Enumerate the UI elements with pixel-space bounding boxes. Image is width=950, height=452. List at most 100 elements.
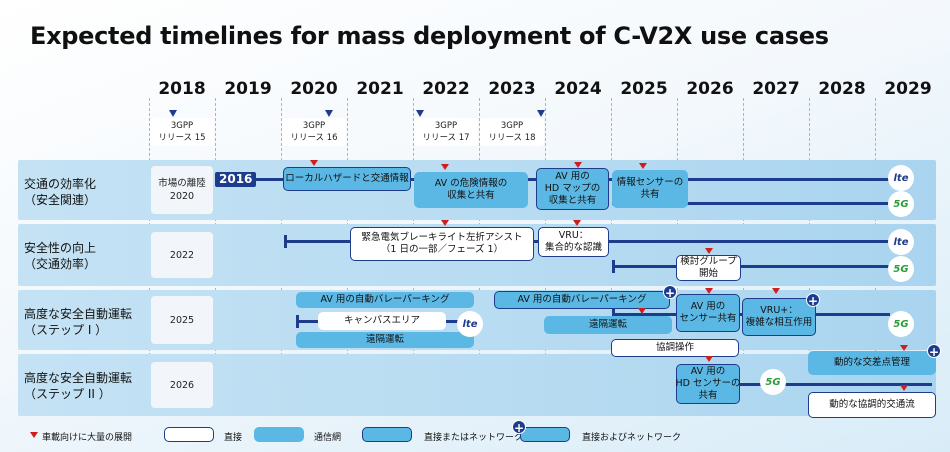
year-label: 2025 (620, 79, 668, 99)
plus-icon: + (663, 285, 677, 300)
legend-direct-or-network-swatch (362, 427, 412, 442)
row-label-1: 交通の効率化 （安全関連） (24, 176, 96, 208)
remote-driving-box-2: 遠隔運転 (544, 316, 672, 334)
box-line: AV の危険情報の (434, 178, 508, 189)
box-line: 複雑な相互作用 (745, 317, 813, 328)
mass-deployment-marker (441, 220, 449, 226)
year-label: 2027 (752, 79, 800, 99)
lte-icon: lte (888, 165, 914, 191)
lte-icon: lte (457, 311, 483, 337)
row-label-line1: 高度な安全自動運転 (24, 371, 133, 385)
plus-icon: + (927, 344, 941, 359)
release-marker-icon (325, 110, 333, 117)
mass-deployment-marker (705, 356, 713, 362)
year-label: 2023 (488, 79, 536, 99)
release-line1: 3GPP (434, 121, 458, 131)
box-line: 収集と共有 (548, 195, 597, 206)
lte-icon-text: lte (893, 172, 909, 184)
row-label-line2: （安全関連） (24, 193, 97, 207)
box-line: AV 用の (690, 366, 726, 377)
box-line: HD マップの (544, 183, 601, 194)
row-year-box-4: 2026 (151, 362, 213, 408)
vru-plus-box: VRU+： 複雑な相互作用 (742, 298, 816, 336)
row-year-box-1: 市場の離陸 2020 (151, 166, 213, 214)
lte-icon-text: lte (462, 318, 478, 330)
legend-network-swatch (254, 427, 304, 442)
vru-box: VRU： 集合的な認識 (538, 227, 609, 257)
release-line1: 3GPP (500, 121, 524, 131)
mass-deployment-marker (441, 164, 449, 170)
timeline-track (677, 383, 932, 386)
legend-direct-label: 直接 (224, 433, 243, 443)
campus-area-box: キャンパスエリア (318, 312, 446, 330)
hd-sensor-box: AV 用の HD センサーの 共有 (675, 364, 741, 404)
mass-deployment-marker (574, 162, 582, 168)
5g-icon-text: 5G (765, 376, 781, 388)
row-label-line1: 安全性の向上 (24, 241, 97, 255)
sensor-sharing-box: AV 用の センサー共有 (676, 294, 740, 332)
box-line: 検討グループ (680, 256, 737, 267)
year-label: 2020 (290, 79, 338, 99)
hd-map-box: AV 用の HD マップの 収集と共有 (536, 168, 609, 210)
mass-deployment-marker (772, 288, 780, 294)
legend-direct-and-network-swatch (520, 427, 570, 442)
legend-direct-and-network-label: 直接およびネットワーク (582, 433, 682, 443)
row-label-line2: （ステップ II ） (24, 387, 111, 401)
mass-deployment-marker (900, 345, 908, 351)
box-line: HD センサーの (675, 378, 741, 389)
study-group-box: 検討グループ 開始 (676, 255, 741, 281)
brake-light-box: 緊急電気ブレーキライト左折アシスト （1 日の一部／フェーズ 1） (350, 227, 534, 261)
5g-icon: 5G (888, 256, 914, 282)
legend-mass-label: 車載向けに大量の展開 (42, 433, 133, 443)
dynamic-intersection-box: 動的な交差点管理 (808, 351, 936, 375)
box-line: 情報センサーの (616, 177, 684, 188)
row-label-3: 高度な安全自動運転 （ステップ I ） (24, 306, 132, 338)
row-label-line2: （ステップ I ） (24, 323, 108, 337)
5g-icon: 5G (888, 191, 914, 217)
box-line: 収集と共有 (447, 190, 495, 201)
row-label-line1: 高度な安全自動運転 (24, 307, 133, 321)
dynamic-flow-box: 動的な協調的交通流 (808, 392, 936, 418)
release-box-18: 3GPP リリース 18 (480, 118, 544, 146)
legend-network-label: 通信網 (314, 433, 342, 443)
box-line: センサー共有 (679, 313, 737, 324)
av-hazard-box: AV の危険情報の 収集と共有 (414, 172, 528, 208)
box-line: 共有 (640, 189, 660, 200)
valet-parking-box-1: AV 用の自動バレーパーキング (296, 292, 474, 308)
mass-deployment-marker (573, 220, 581, 226)
mass-deployment-marker (639, 163, 647, 169)
release-box-16: 3GPP リリース 16 (282, 118, 346, 146)
valet-parking-box-2: AV 用の自動バレーパーキング (494, 291, 670, 309)
mass-deployment-marker (310, 160, 318, 166)
timeline-track (612, 202, 890, 205)
row-year-line1: 2022 (169, 249, 195, 261)
lte-icon: lte (888, 229, 914, 255)
box-line: VRU： (558, 230, 589, 241)
local-hazard-box: ローカルハザードと交通情報 (283, 167, 411, 191)
box-line: 共有 (698, 390, 718, 401)
plus-icon: + (806, 293, 820, 308)
row-year-line1: 2026 (169, 379, 195, 391)
coop-operation-box: 協調操作 (611, 339, 739, 357)
release-line2: リリース 18 (488, 133, 536, 143)
mass-deployment-marker (638, 308, 646, 314)
box-line: AV 用の (690, 301, 726, 312)
box-line: 開始 (698, 268, 718, 279)
release-line2: リリース 17 (422, 133, 470, 143)
legend-mass-marker (30, 432, 38, 438)
legend-direct-or-network-label: 直接またはネットワーク (424, 433, 524, 443)
year-label: 2024 (554, 79, 602, 99)
plus-icon: + (512, 420, 526, 435)
5g-icon: 5G (760, 369, 786, 395)
mass-deployment-marker (705, 248, 713, 254)
box-line: VRU+： (760, 305, 798, 316)
release-line2: リリース 15 (158, 133, 206, 143)
row-year-box-2: 2022 (151, 232, 213, 278)
year-label: 2029 (884, 79, 932, 99)
year-label: 2028 (818, 79, 866, 99)
remote-driving-box-1: 遠隔運転 (296, 332, 474, 348)
box-line: （1 日の一部／フェーズ 1） (380, 244, 504, 255)
5g-icon-text: 5G (893, 263, 909, 275)
row-year-box-3: 2025 (151, 296, 213, 344)
5g-icon-text: 5G (893, 318, 909, 330)
